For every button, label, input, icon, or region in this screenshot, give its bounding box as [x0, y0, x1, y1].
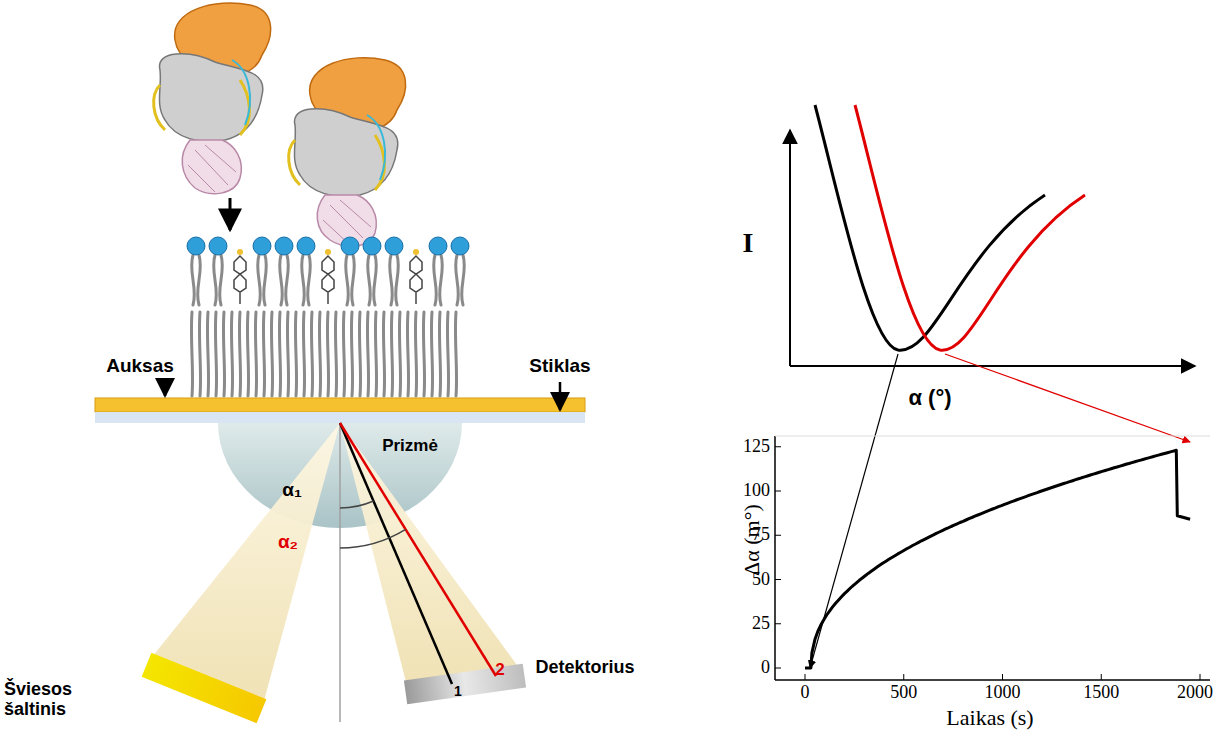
tick-label: 75 [752, 525, 770, 545]
leader-arrow-red [945, 354, 1190, 442]
axis-title: α (°) [908, 386, 951, 410]
callout-number: 1 [454, 684, 462, 699]
tick-label: 1500 [1083, 683, 1119, 703]
angle-arc-1 [340, 501, 374, 508]
sensorgram [775, 436, 1210, 680]
light-source [142, 653, 267, 724]
tick-label: 25 [752, 614, 770, 634]
angle-arc-2 [340, 529, 406, 548]
detector [404, 664, 526, 704]
tick-label: 0 [761, 658, 770, 678]
tick-label: 500 [890, 683, 917, 703]
part-label: Šviesos šaltinis [4, 680, 114, 720]
gold-layer [95, 398, 585, 412]
beam-line-2 [340, 423, 496, 676]
callout-number: 2 [495, 661, 504, 680]
lipid-bilayer [187, 237, 469, 396]
tick-label: 50 [752, 570, 770, 590]
layer-label: Stiklas [529, 356, 590, 377]
part-label: Detektorius [535, 658, 634, 678]
tick-label: 1000 [985, 683, 1021, 703]
tick-label: 0 [801, 683, 810, 703]
tick-label: 100 [743, 481, 770, 501]
beam-line-1 [340, 423, 452, 684]
tick-label: 125 [743, 437, 770, 457]
binding-arrow [229, 198, 232, 230]
layer-label: Auksas [106, 356, 174, 377]
axis-title: Laikas (s) [946, 706, 1033, 730]
normal-line [339, 423, 341, 722]
tick-label: 2000 [1177, 683, 1213, 703]
reflected-beam [340, 423, 522, 690]
part-label: Prizmė [382, 437, 438, 456]
protein-left [154, 3, 271, 194]
angle-label: α₁ [282, 480, 302, 501]
glass-arrow [559, 382, 562, 410]
glass-layer [95, 412, 585, 423]
angle-label: α₂ [278, 532, 298, 553]
resonance-plot [790, 105, 1195, 366]
protein-right [289, 58, 406, 246]
gold-arrow [164, 382, 167, 396]
axis-title: I [743, 228, 754, 259]
